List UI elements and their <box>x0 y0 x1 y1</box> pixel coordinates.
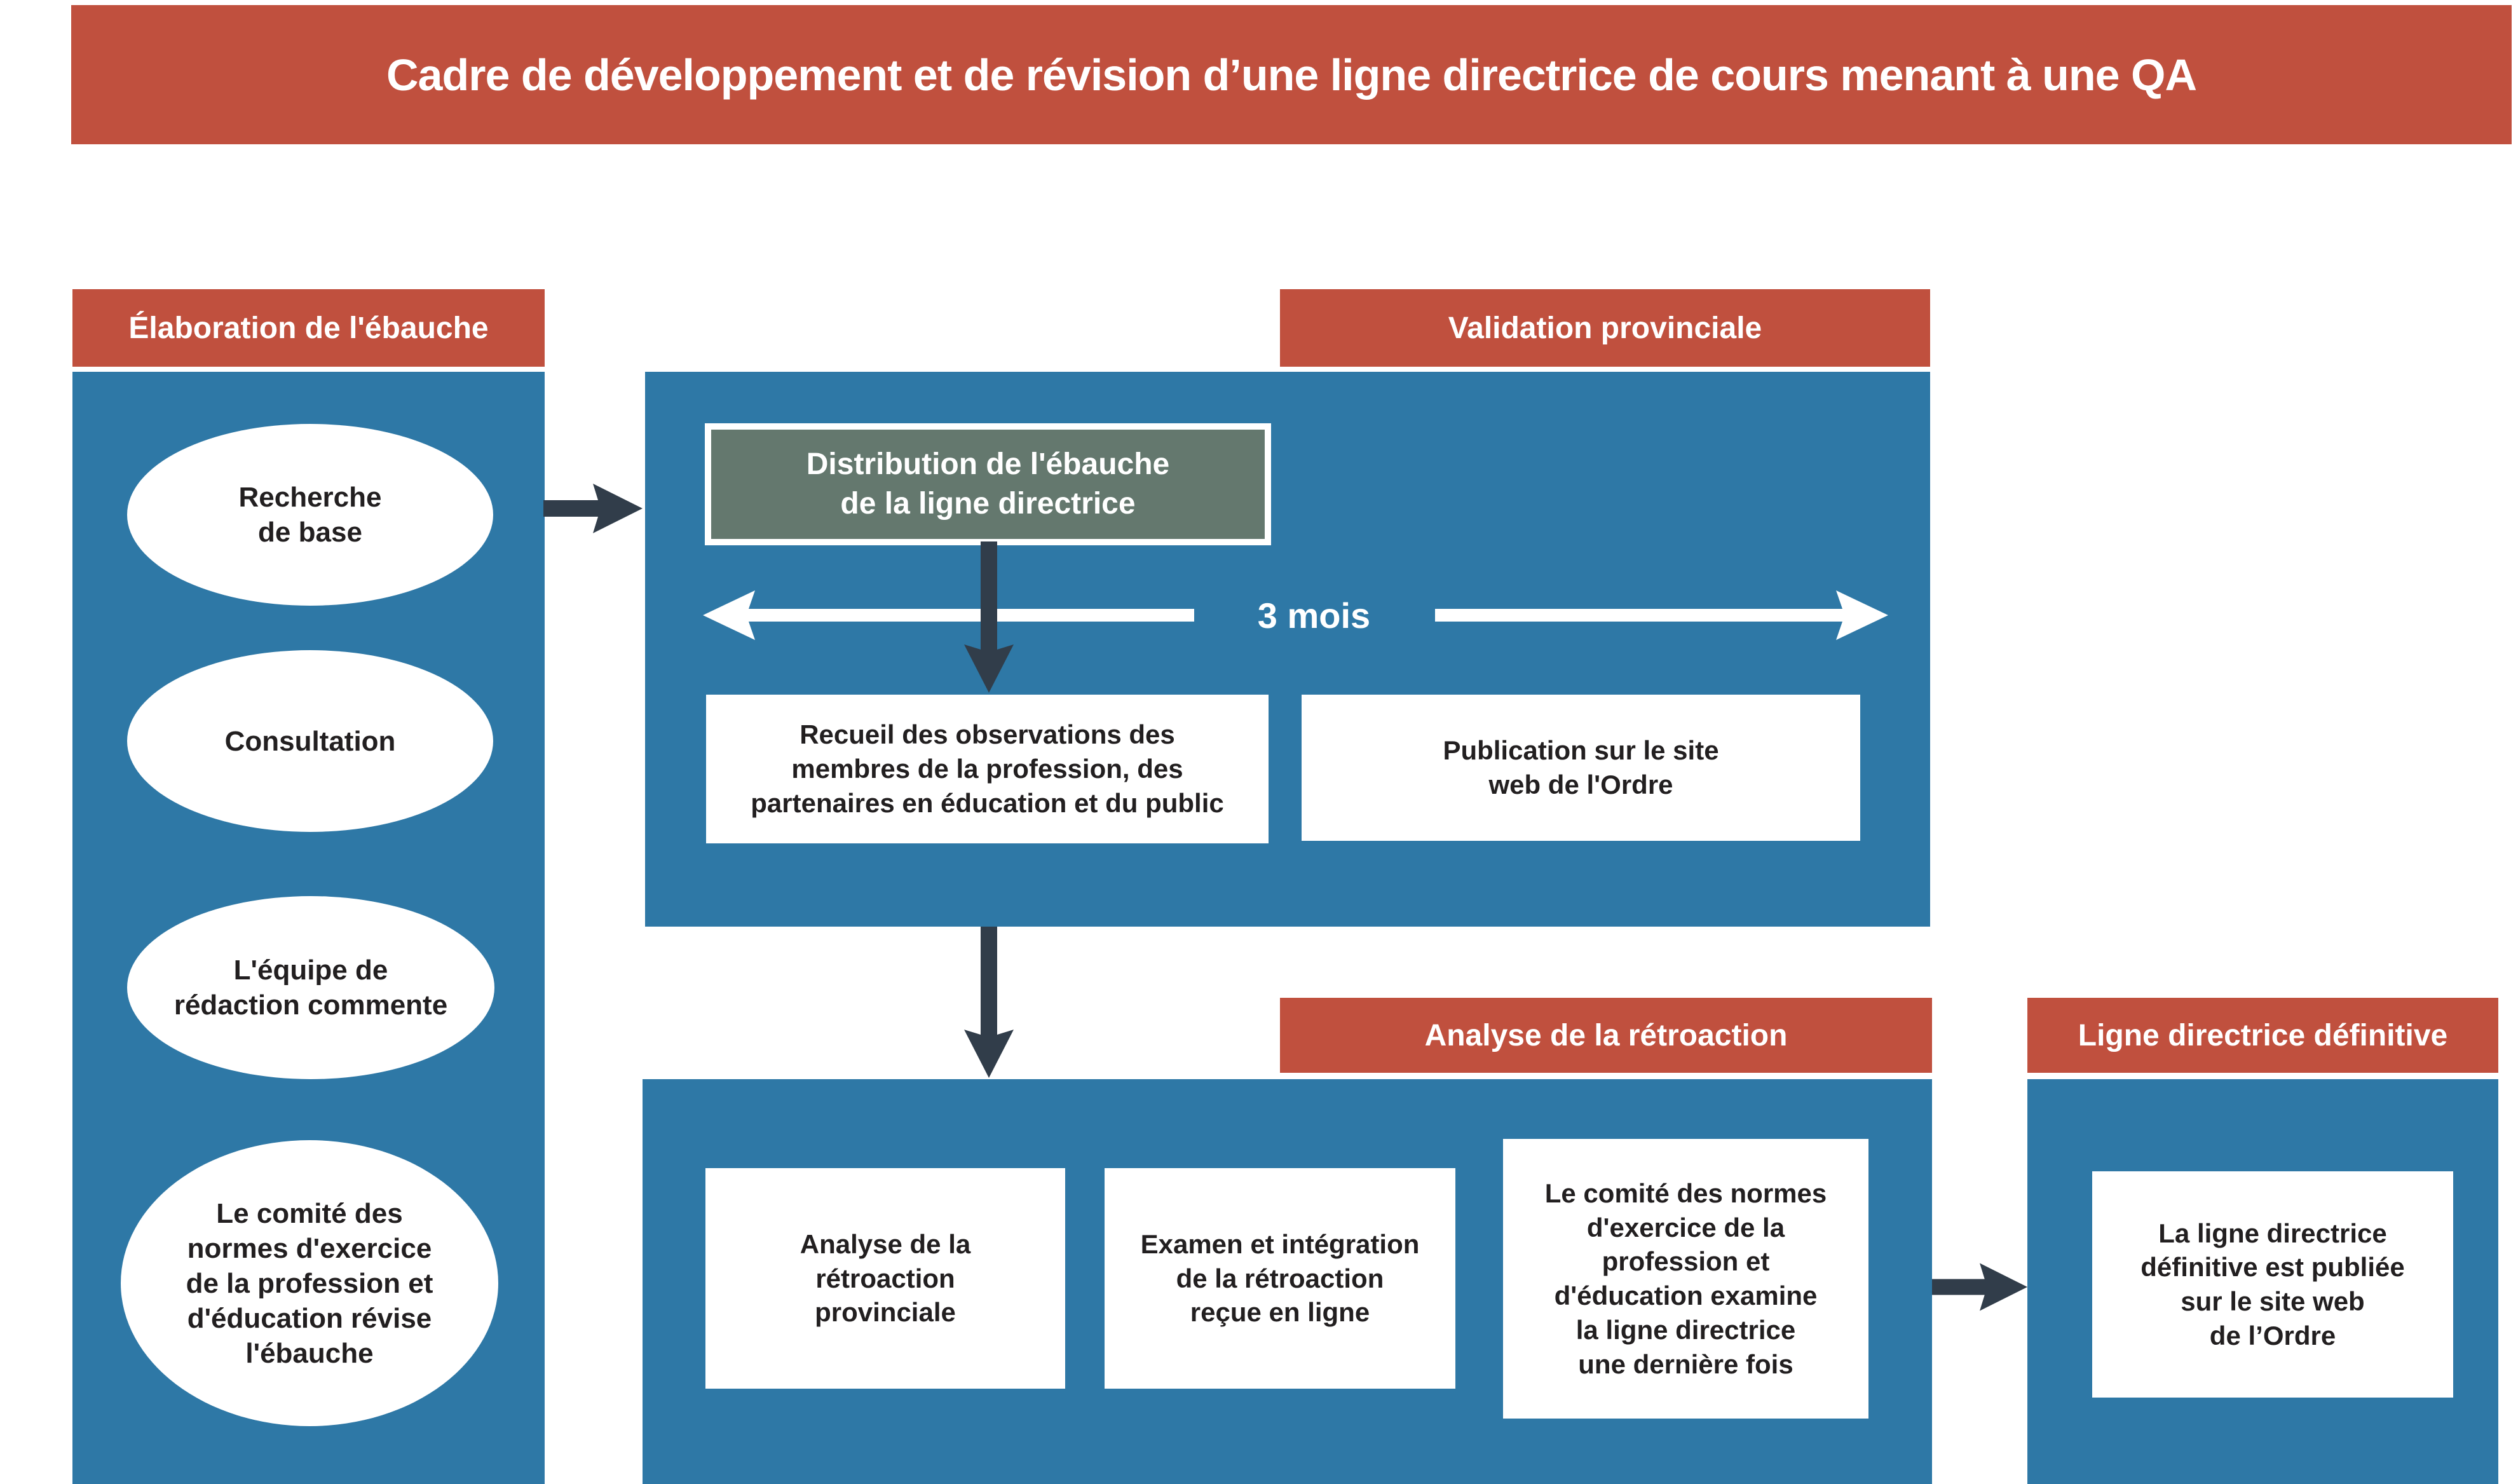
distribution-box-label: Distribution de l'ébauche de la ligne di… <box>806 447 1170 521</box>
draft-section-header: Élaboration de l'ébauche <box>72 289 545 367</box>
provincial-analysis-box: Analyse de la rétroaction provinciale <box>705 1168 1065 1389</box>
provincial-analysis-label: Analyse de la rétroaction provinciale <box>800 1229 971 1328</box>
draft-step-ellipse-consultation: Consultation <box>127 650 493 832</box>
arrow-right-white-icon <box>1435 590 1888 640</box>
validation-section-header: Validation provinciale <box>1280 289 1930 367</box>
validation-section-header-label: Validation provinciale <box>1448 311 1762 345</box>
duration-text: 3 mois <box>1257 595 1371 636</box>
feedback-collection-box: Recueil des observations des membres de … <box>706 695 1269 843</box>
arrow-left-white-icon <box>703 590 1194 640</box>
draft-step-label: L'équipe de rédaction commente <box>174 955 448 1021</box>
website-publication-label: Publication sur le site web de l'Ordre <box>1443 735 1719 800</box>
draft-step-label: Recherche de base <box>238 482 382 548</box>
analysis-section-header: Analyse de la rétroaction <box>1280 998 1932 1073</box>
duration-label: 3 mois <box>1193 564 1435 666</box>
analysis-section-header-label: Analyse de la rétroaction <box>1424 1018 1788 1052</box>
draft-step-ellipse-writing-team: L'équipe de rédaction commente <box>127 896 494 1079</box>
feedback-collection-label: Recueil des observations des membres de … <box>751 719 1224 818</box>
draft-step-label: Le comité des normes d'exercice de la pr… <box>186 1197 433 1369</box>
distribution-box: Distribution de l'ébauche de la ligne di… <box>705 423 1271 545</box>
arrow-down-icon <box>964 541 1014 693</box>
final-publication-label: La ligne directrice définitive est publi… <box>2140 1218 2405 1351</box>
website-publication-box: Publication sur le site web de l'Ordre <box>1302 695 1860 841</box>
arrow-right-icon <box>543 484 643 533</box>
draft-section-header-label: Élaboration de l'ébauche <box>128 311 489 345</box>
committee-final-review-box: Le comité des normes d'exercice de la pr… <box>1503 1139 1868 1419</box>
draft-step-label: Consultation <box>224 725 396 757</box>
final-section-header: Ligne directrice définitive <box>2027 998 2498 1073</box>
diagram-title: Cadre de développement et de révision d’… <box>386 50 2197 100</box>
online-feedback-label: Examen et intégration de la rétroaction … <box>1140 1229 1420 1328</box>
draft-step-ellipse-committee-review: Le comité des normes d'exercice de la pr… <box>121 1140 498 1426</box>
final-publication-box: La ligne directrice définitive est publi… <box>2092 1171 2453 1398</box>
arrow-down-icon <box>964 927 1014 1078</box>
final-section-header-label: Ligne directrice définitive <box>2078 1018 2448 1052</box>
draft-step-ellipse-research: Recherche de base <box>127 424 493 606</box>
arrow-right-icon <box>1932 1263 2028 1311</box>
committee-final-review-label: Le comité des normes d'exercice de la pr… <box>1544 1178 1827 1379</box>
title-banner: Cadre de développement et de révision d’… <box>71 5 2512 144</box>
online-feedback-box: Examen et intégration de la rétroaction … <box>1105 1168 1455 1389</box>
